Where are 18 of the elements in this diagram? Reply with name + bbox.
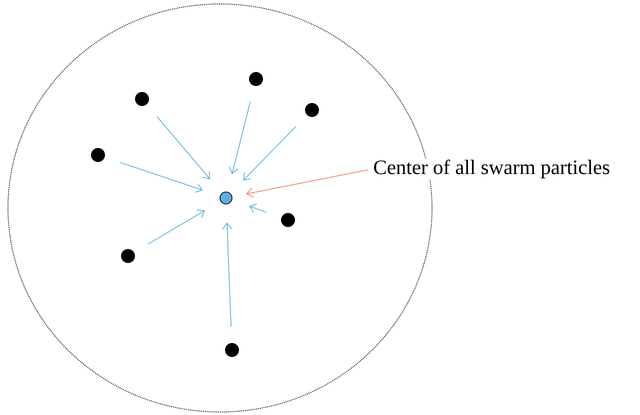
particle-dot <box>249 72 263 86</box>
arrow <box>243 126 296 181</box>
particle-dot <box>91 148 105 162</box>
particle-dot <box>121 248 135 263</box>
particle-dot <box>281 213 295 227</box>
particle-dot <box>135 92 149 106</box>
arrow <box>120 162 203 193</box>
arrow <box>148 210 206 245</box>
particle-dot <box>225 342 239 357</box>
label-text: Center of all swarm particles <box>372 158 611 180</box>
arrow <box>222 222 232 328</box>
arrow <box>156 116 210 180</box>
arrow <box>249 204 267 214</box>
particle-dot <box>305 103 319 117</box>
arrow <box>246 169 369 198</box>
center-dot <box>220 192 232 204</box>
arrow <box>228 101 251 174</box>
dotted-boundary-circle <box>8 4 432 412</box>
